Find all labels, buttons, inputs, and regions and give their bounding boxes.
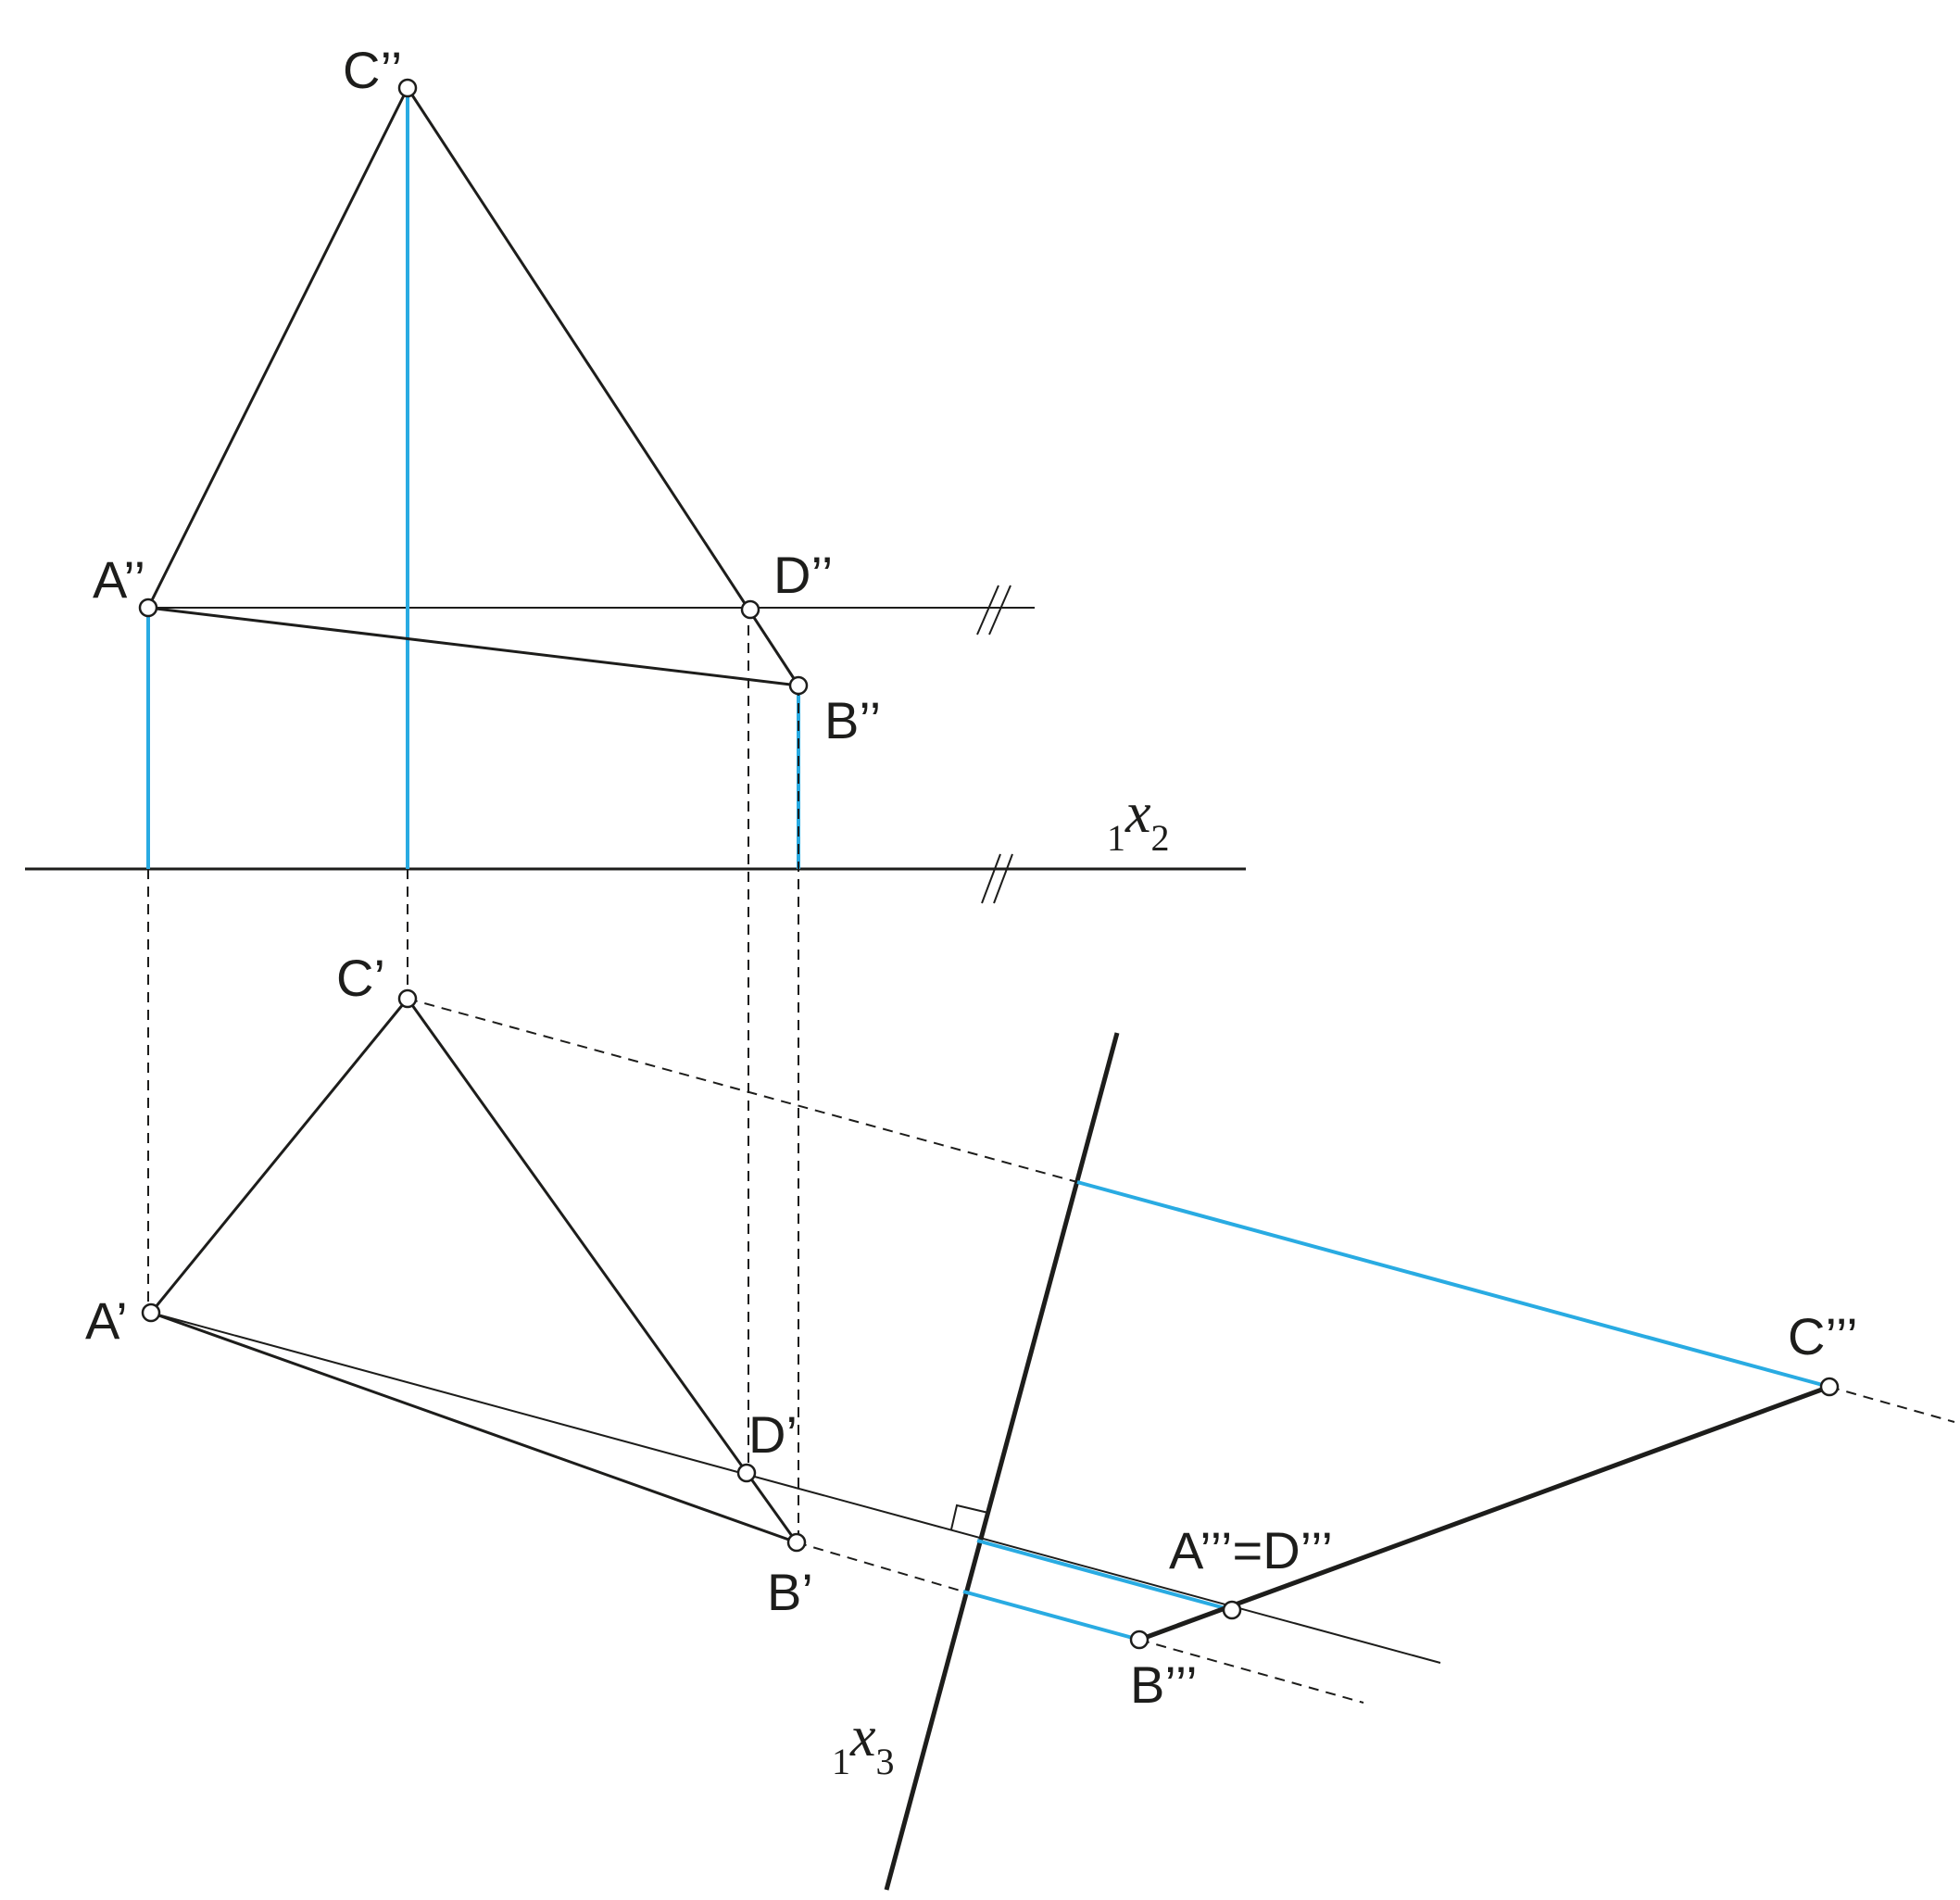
point-d2 xyxy=(740,599,760,620)
edge-a2-b2 xyxy=(147,606,799,687)
edge-view-b3-c3 xyxy=(1138,1384,1830,1642)
label-ad3: A’’’=D’’’ xyxy=(1169,1521,1333,1579)
right-angle-marker xyxy=(950,1504,989,1530)
line-break-mark xyxy=(976,585,999,635)
point-ad3 xyxy=(1222,1600,1242,1620)
axis-break-mark xyxy=(981,853,1001,904)
label-b2: B’’ xyxy=(824,691,881,749)
point-c3 xyxy=(1819,1377,1840,1397)
point-b2 xyxy=(788,675,809,696)
line-break-mark xyxy=(988,585,1011,635)
label-c3: C’’’ xyxy=(1788,1307,1858,1365)
edge-c2-b2 xyxy=(406,87,800,686)
label-axis-x12: 1x2 xyxy=(1107,782,1170,859)
transfer-c3 xyxy=(1076,1180,1830,1389)
label-d2: D’’ xyxy=(773,546,833,604)
point-a1 xyxy=(141,1302,161,1323)
label-c2: C’’ xyxy=(343,41,402,99)
extension-b3 xyxy=(1138,1639,1364,1704)
point-c2 xyxy=(397,78,418,98)
label-axis-x13: 1x3 xyxy=(832,1705,895,1782)
label-b1: B’ xyxy=(767,1563,813,1621)
label-a2: A’’ xyxy=(93,550,145,609)
label-d1: D’ xyxy=(748,1405,798,1464)
edge-a1-c1 xyxy=(149,998,409,1314)
extension-b1 xyxy=(796,1541,964,1592)
point-b1 xyxy=(786,1532,807,1553)
label-b3: B’’’ xyxy=(1130,1655,1198,1714)
edge-a2-c2 xyxy=(146,87,409,609)
label-c1: C’ xyxy=(336,949,385,1007)
extension-c3 xyxy=(1828,1386,1955,1423)
extension-c1 xyxy=(407,998,1078,1183)
axis-break-mark xyxy=(993,853,1013,904)
point-c1 xyxy=(397,988,418,1009)
point-d1 xyxy=(736,1463,757,1483)
axis-x13-line xyxy=(884,1032,1120,1891)
point-a2 xyxy=(138,598,158,618)
transfer-b3 xyxy=(962,1590,1140,1642)
transfer-ad3 xyxy=(976,1539,1233,1612)
edge-a1-b1 xyxy=(150,1311,798,1544)
point-b3 xyxy=(1129,1629,1150,1650)
edge-c1-b1 xyxy=(406,998,798,1543)
label-a1: A’ xyxy=(85,1291,128,1350)
